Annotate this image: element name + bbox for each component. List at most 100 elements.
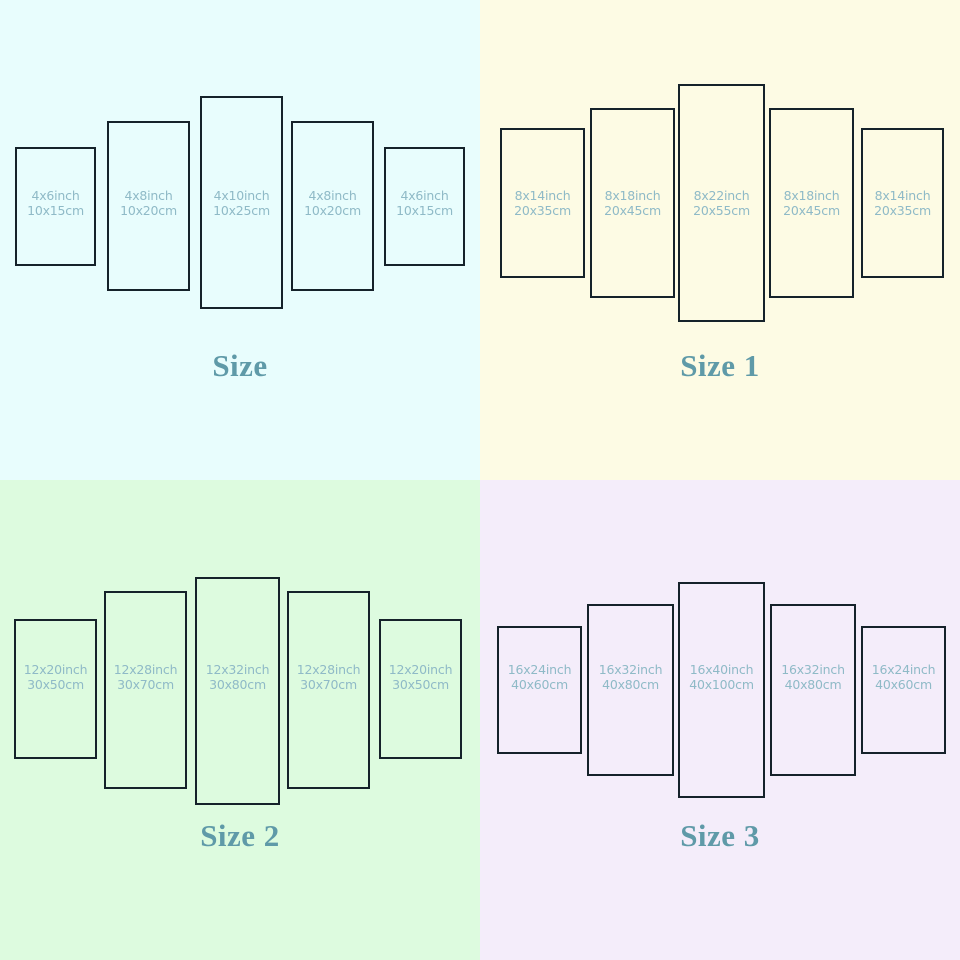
panel-size-centimeters: 40x80cm	[784, 677, 842, 693]
panel-size-centimeters: 10x25cm	[213, 203, 270, 219]
panel-size-inches: 12x20inch	[388, 662, 453, 677]
panel-size-centimeters: 30x50cm	[392, 677, 449, 693]
panel-size-centimeters: 10x15cm	[27, 203, 84, 219]
panel-size-inches: 8x14inch	[874, 188, 931, 203]
group-title-size: Size	[212, 348, 268, 383]
panel-size-inches: 12x20inch	[23, 662, 88, 677]
panel-size-inches: 8x14inch	[514, 188, 571, 203]
panel-size-inches: 4x8inch	[124, 188, 173, 203]
panel-size-centimeters: 10x15cm	[396, 203, 453, 219]
panel-size-centimeters: 30x80cm	[209, 677, 266, 693]
panel-size-centimeters: 20x45cm	[783, 203, 840, 219]
group-title-size-3: Size 3	[680, 818, 760, 853]
group-title-size-2: Size 2	[200, 818, 280, 853]
panel-size-centimeters: 40x60cm	[511, 677, 568, 693]
panel-size-inches: 12x28inch	[296, 662, 361, 677]
panel-size-centimeters: 30x70cm	[300, 677, 357, 693]
panel-size-centimeters: 40x80cm	[602, 677, 659, 693]
panel-size-inches: 4x6inch	[400, 188, 449, 203]
panel-size-inches: 16x32inch	[781, 662, 845, 677]
panel-size-inches: 4x8inch	[308, 188, 357, 203]
panel-size-centimeters: 10x20cm	[120, 203, 177, 219]
panel-size-inches: 16x32inch	[598, 662, 663, 677]
panel-size-inches: 4x6inch	[31, 188, 80, 203]
panel-size-inches: 8x22inch	[693, 188, 750, 203]
panel-size-centimeters: 40x60cm	[875, 677, 932, 693]
panel-size-centimeters: 30x50cm	[27, 677, 84, 693]
panel-size-inches: 16x24inch	[507, 662, 572, 677]
panel-size-centimeters: 10x20cm	[304, 203, 361, 219]
panel-size-inches: 12x32inch	[205, 662, 270, 677]
panel-size-centimeters: 20x35cm	[514, 203, 571, 219]
panel-size-centimeters: 30x70cm	[117, 677, 174, 693]
panel-size-centimeters: 20x35cm	[874, 203, 931, 219]
group-title-size-1: Size 1	[680, 348, 760, 383]
panel-size-inches: 16x40inch	[689, 662, 754, 677]
panel-size-centimeters: 40x100cm	[689, 677, 754, 693]
